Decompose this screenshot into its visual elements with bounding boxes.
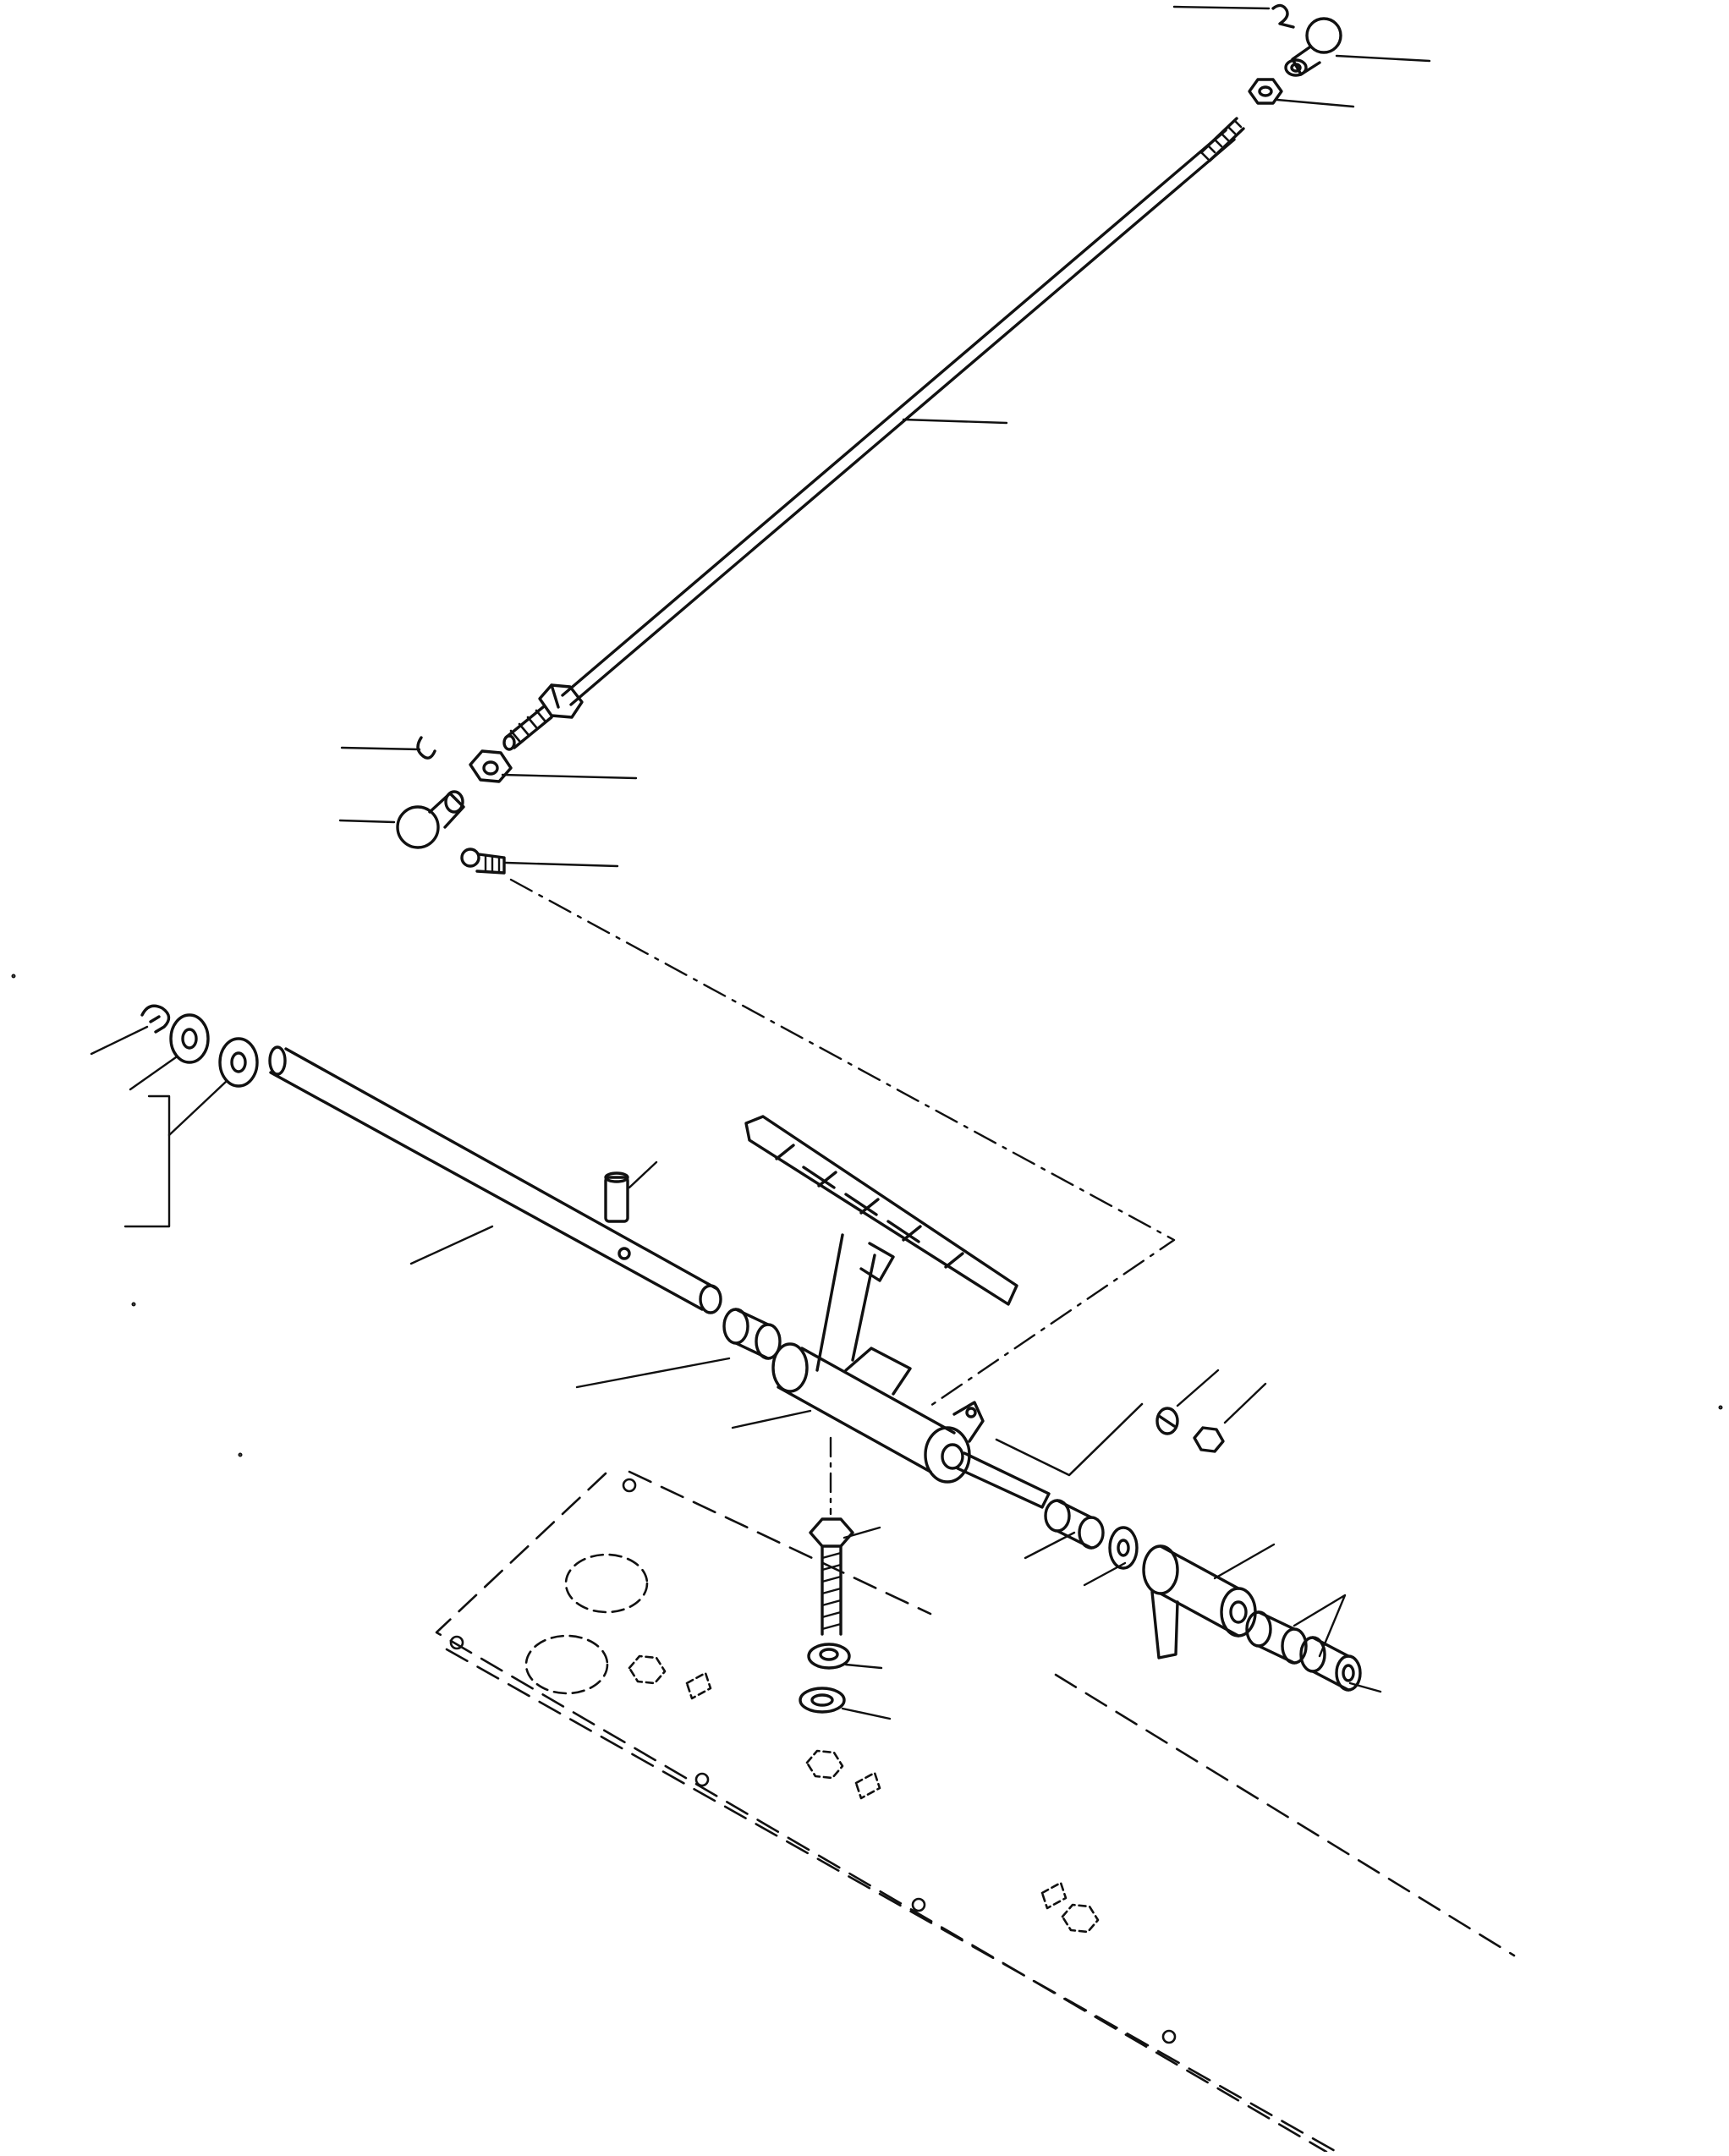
lock-washer-side (1155, 1407, 1179, 1435)
bolt-hex-nut (807, 1643, 851, 1670)
lower-hex-nut (469, 749, 513, 783)
linkage-rod (561, 117, 1245, 706)
callout-leader-21 (1083, 1561, 1127, 1587)
callout-leader-22 (1213, 1543, 1276, 1580)
callout-leader-1 (1172, 5, 1271, 10)
bushing-1 (722, 1308, 782, 1360)
callout-leaders (90, 5, 1431, 1720)
bushing-2 (1044, 1499, 1105, 1550)
ball-stud (460, 848, 506, 875)
pedal-stop-collar (1142, 1544, 1257, 1660)
top-hex-nut (1248, 78, 1283, 105)
washer-2 (218, 1037, 259, 1088)
bolt-washer (799, 1687, 846, 1714)
callout-leader-15 (575, 1357, 731, 1389)
floor-plate (435, 1470, 1516, 2153)
washer-1 (169, 1013, 210, 1064)
callout-leader-18 (1223, 1382, 1267, 1424)
top-snap-clip (1271, 3, 1295, 29)
callout-leader-9 (90, 1025, 149, 1056)
callout-leader-20 (1024, 1531, 1076, 1560)
rod-threaded-end (502, 705, 553, 751)
callout-leader-19 (843, 1526, 881, 1539)
callout-leader-13 (628, 1160, 658, 1189)
callout-leader-25 (844, 1663, 883, 1670)
floor-hole-2 (524, 1634, 609, 1695)
callout-leader-14 (409, 1225, 494, 1265)
callout-leader-26 (841, 1707, 892, 1720)
spring-pin (604, 1171, 629, 1223)
hex-nut-side (1193, 1426, 1225, 1453)
top-ball-joint (1284, 17, 1342, 77)
callout-leader-24 (1348, 1681, 1382, 1693)
callout-leader-3 (1276, 98, 1355, 108)
snap-ring (140, 1004, 171, 1034)
linkage-rod-assembly (396, 3, 1342, 875)
bushing-4 (1299, 1636, 1362, 1692)
callout-leader-11 (124, 1094, 171, 1228)
callout-leader-4 (902, 418, 1008, 425)
callout-leader-17 (1176, 1369, 1220, 1407)
callout-leader-23 (1293, 1594, 1347, 1658)
pedal-shaft (268, 1045, 722, 1314)
callout-leader-12 (167, 1079, 228, 1137)
lower-ball-joint (396, 790, 465, 849)
callout-leader-2 (1335, 54, 1431, 63)
callout-leader-7 (338, 819, 396, 824)
callout-leader-8 (504, 861, 619, 868)
rod-hex-nut-lower (538, 683, 584, 719)
floor-hole-1 (564, 1553, 649, 1614)
side-bolt-leader (995, 1402, 1144, 1477)
callout-leader-6 (501, 773, 638, 780)
pedal-lever (744, 1115, 1051, 1509)
bushing-3 (1245, 1610, 1308, 1665)
callout-leader-10 (129, 1056, 178, 1091)
callout-leader-16 (731, 1409, 812, 1429)
callout-leader-5 (340, 746, 421, 751)
assembly-center-line (509, 878, 1176, 1407)
lower-snap-clip (416, 736, 436, 760)
scan-specks (11, 974, 1723, 1457)
washer-3 (1108, 1526, 1139, 1570)
